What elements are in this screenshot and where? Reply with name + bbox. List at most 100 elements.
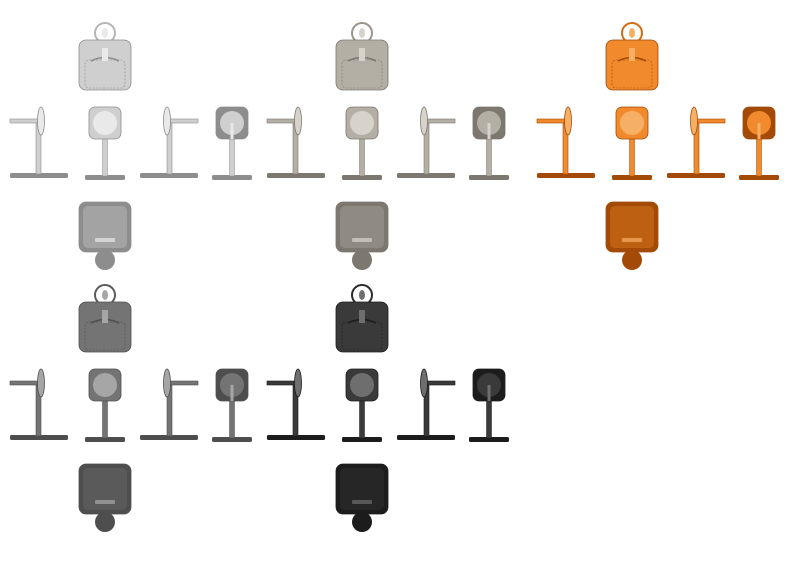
- side-view: [667, 106, 726, 178]
- magnetic-ring: [350, 373, 374, 397]
- base-plate-side: [267, 435, 325, 440]
- base-plate-front: [612, 175, 652, 180]
- colorway-black: [266, 284, 509, 532]
- base-top-view: [335, 301, 389, 353]
- puck-highlight: [102, 28, 108, 38]
- base-plate-front: [342, 437, 382, 442]
- magnet-pad-side: [420, 368, 428, 398]
- pole-joint: [230, 123, 234, 139]
- side-view: [266, 106, 325, 178]
- side-view: [266, 368, 325, 440]
- label-plate: [352, 500, 372, 504]
- arm-side: [9, 118, 42, 124]
- rubber-foot: [83, 468, 127, 510]
- pole-joint: [487, 385, 491, 401]
- arm-side: [166, 118, 199, 124]
- magnetic-ring: [350, 111, 374, 135]
- arm-side: [693, 118, 726, 124]
- pole-front: [229, 134, 235, 177]
- side-view: [397, 368, 456, 440]
- arm-side: [266, 380, 299, 386]
- stand-pole-top: [102, 48, 108, 61]
- cable-knob: [352, 512, 372, 532]
- magnetic-ring: [93, 373, 117, 397]
- rubber-foot: [83, 206, 127, 248]
- base-plate-front: [212, 175, 252, 180]
- base-plate-side: [397, 435, 455, 440]
- label-plate: [95, 238, 115, 242]
- base-bottom-view: [78, 463, 132, 515]
- arm-side: [9, 380, 42, 386]
- colorway-silver: [9, 22, 252, 270]
- base-bottom-view: [335, 201, 389, 253]
- cable-knob: [95, 512, 115, 532]
- colorway-space-gray: [9, 284, 252, 532]
- stand-pole-top: [359, 48, 365, 61]
- base-top-view: [605, 39, 659, 91]
- magnet-pad-side: [564, 106, 572, 136]
- magnetic-ring: [93, 111, 117, 135]
- base-plate-front: [739, 175, 779, 180]
- pole-joint: [230, 385, 234, 401]
- puck-highlight: [359, 28, 365, 38]
- puck-highlight: [359, 290, 365, 300]
- label-plate: [95, 500, 115, 504]
- pole-front: [629, 134, 635, 177]
- pole-joint: [757, 123, 761, 139]
- base-plate-side: [140, 173, 198, 178]
- magnet-pad-side: [37, 106, 45, 136]
- pole-front: [486, 396, 492, 439]
- pole-front: [486, 134, 492, 177]
- arm-side: [266, 118, 299, 124]
- puck-highlight: [629, 28, 635, 38]
- pole-joint: [487, 123, 491, 139]
- base-bottom-view: [605, 201, 659, 253]
- side-view: [9, 368, 68, 440]
- rubber-foot: [340, 468, 384, 510]
- arm-side: [423, 380, 456, 386]
- arm-side: [166, 380, 199, 386]
- base-plate-front: [85, 437, 125, 442]
- side-view: [9, 106, 68, 178]
- magnetic-ring: [620, 111, 644, 135]
- stand-pole-top: [359, 310, 365, 323]
- base-plate-side: [10, 173, 68, 178]
- base-bottom-view: [335, 463, 389, 515]
- magnet-pad-side: [163, 368, 171, 398]
- arm-side: [536, 118, 569, 124]
- base-bottom-view: [78, 201, 132, 253]
- side-view: [140, 106, 199, 178]
- base-plate-front: [342, 175, 382, 180]
- magnet-pad-side: [163, 106, 171, 136]
- pole-front: [102, 134, 108, 177]
- cable-knob: [622, 250, 642, 270]
- magnet-pad-side: [690, 106, 698, 136]
- base-top-view: [335, 39, 389, 91]
- pole-front: [756, 134, 762, 177]
- rubber-foot: [340, 206, 384, 248]
- colorway-titanium: [266, 22, 509, 270]
- base-plate-front: [85, 175, 125, 180]
- pole-front: [229, 396, 235, 439]
- stand-pole-top: [629, 48, 635, 61]
- magnet-pad-side: [294, 368, 302, 398]
- magnet-pad-side: [37, 368, 45, 398]
- cable-knob: [95, 250, 115, 270]
- label-plate: [622, 238, 642, 242]
- arm-side: [423, 118, 456, 124]
- base-plate-side: [397, 173, 455, 178]
- label-plate: [352, 238, 372, 242]
- pole-front: [359, 396, 365, 439]
- base-plate-side: [667, 173, 725, 178]
- side-view: [140, 368, 199, 440]
- base-top-view: [78, 301, 132, 353]
- base-plate-side: [267, 173, 325, 178]
- base-top-view: [78, 39, 132, 91]
- cable-knob: [352, 250, 372, 270]
- base-plate-side: [10, 435, 68, 440]
- magnet-pad-side: [420, 106, 428, 136]
- base-plate-front: [212, 437, 252, 442]
- pole-front: [102, 396, 108, 439]
- base-plate-front: [469, 175, 509, 180]
